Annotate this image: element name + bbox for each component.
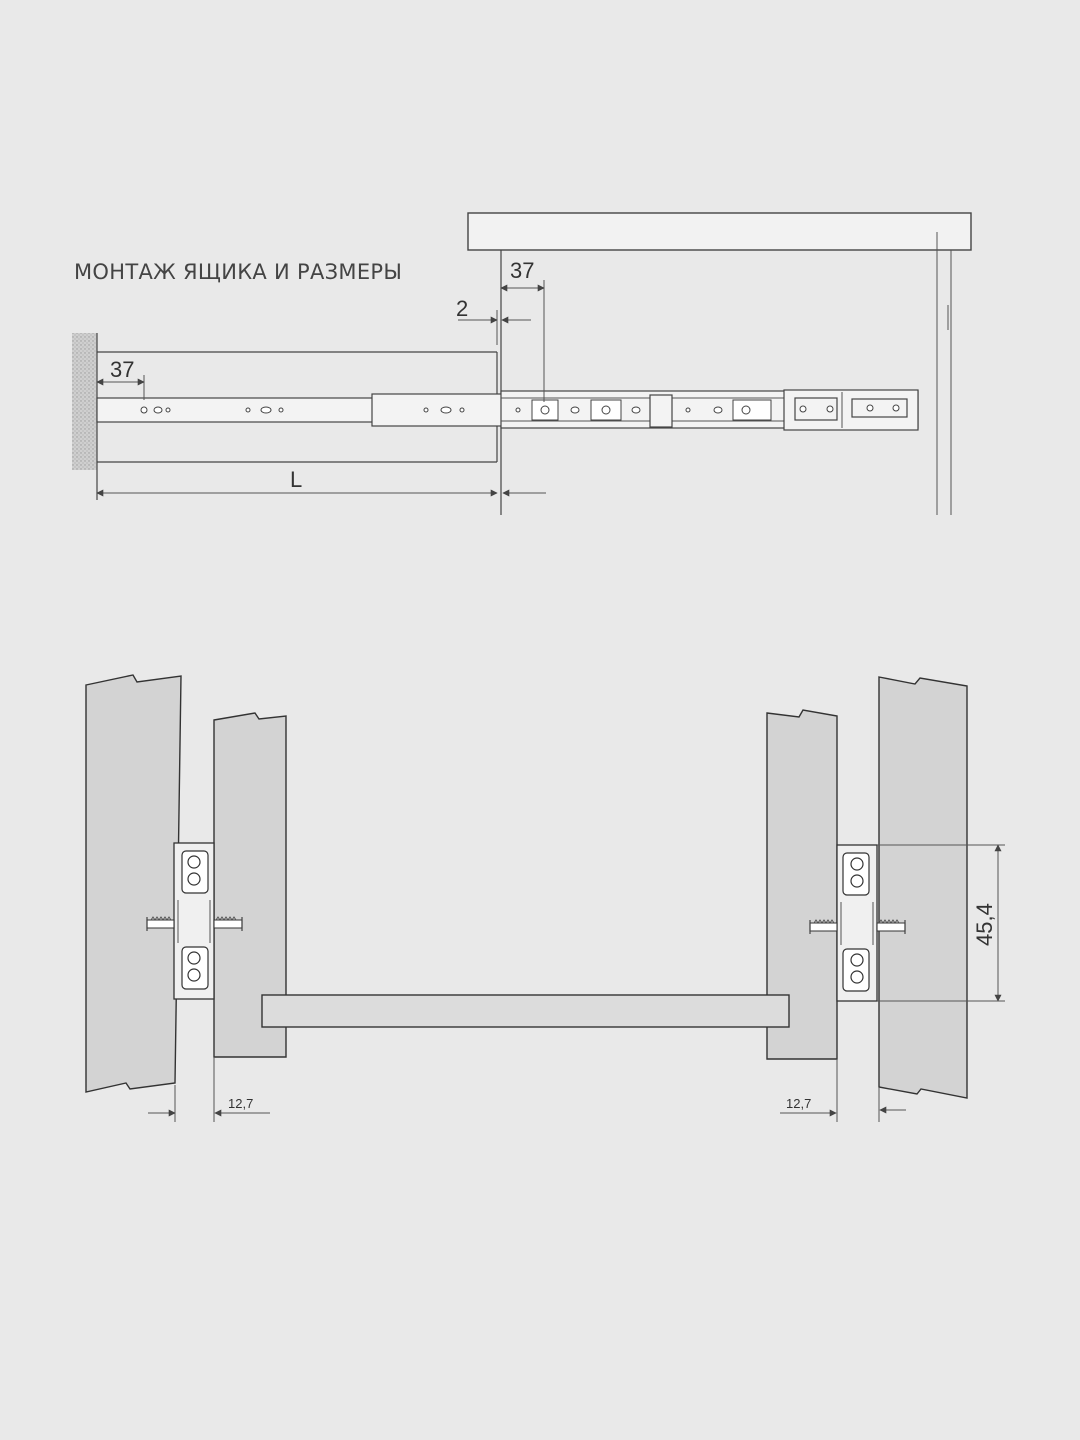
cabinet-top-board: [467, 212, 972, 251]
dimension-37-rear: 37: [96, 357, 145, 400]
slide-profile-right: [836, 844, 878, 1002]
svg-text:37: 37: [110, 357, 134, 382]
slide-profile-left: [173, 842, 215, 1000]
svg-text:12,7: 12,7: [786, 1096, 811, 1111]
cabinet-side-left: [85, 674, 182, 1093]
rail-holes: [140, 399, 900, 421]
screw-icon: [876, 919, 906, 934]
dimension-gap-2: 2: [456, 296, 531, 345]
drawer-bottom: [261, 994, 790, 1028]
cabinet-side-right: [878, 676, 968, 1099]
svg-text:2: 2: [456, 296, 468, 321]
dimension-12-7-left: 12,7: [148, 1057, 270, 1122]
dimension-length-L: L: [96, 467, 546, 497]
side-view: 37 37 2 L: [72, 212, 972, 515]
svg-text:12,7: 12,7: [228, 1096, 253, 1111]
front-view: 45,4 12,7 12,7: [85, 674, 1005, 1122]
screw-icon: [809, 919, 838, 934]
rear-wall: [72, 333, 97, 470]
drawer-side-right: [766, 709, 838, 1060]
screw-icon: [213, 916, 243, 931]
dimension-12-7-right: 12,7: [780, 1059, 906, 1122]
svg-text:45,4: 45,4: [972, 903, 997, 946]
dimension-37-front: 37: [500, 258, 545, 402]
svg-text:37: 37: [510, 258, 534, 283]
dimension-height-45-4: 45,4: [877, 844, 1005, 1002]
svg-text:L: L: [290, 467, 302, 492]
screw-icon: [146, 916, 175, 931]
diagram-title: МОНТАЖ ЯЩИКА И РАЗМЕРЫ: [74, 260, 402, 284]
